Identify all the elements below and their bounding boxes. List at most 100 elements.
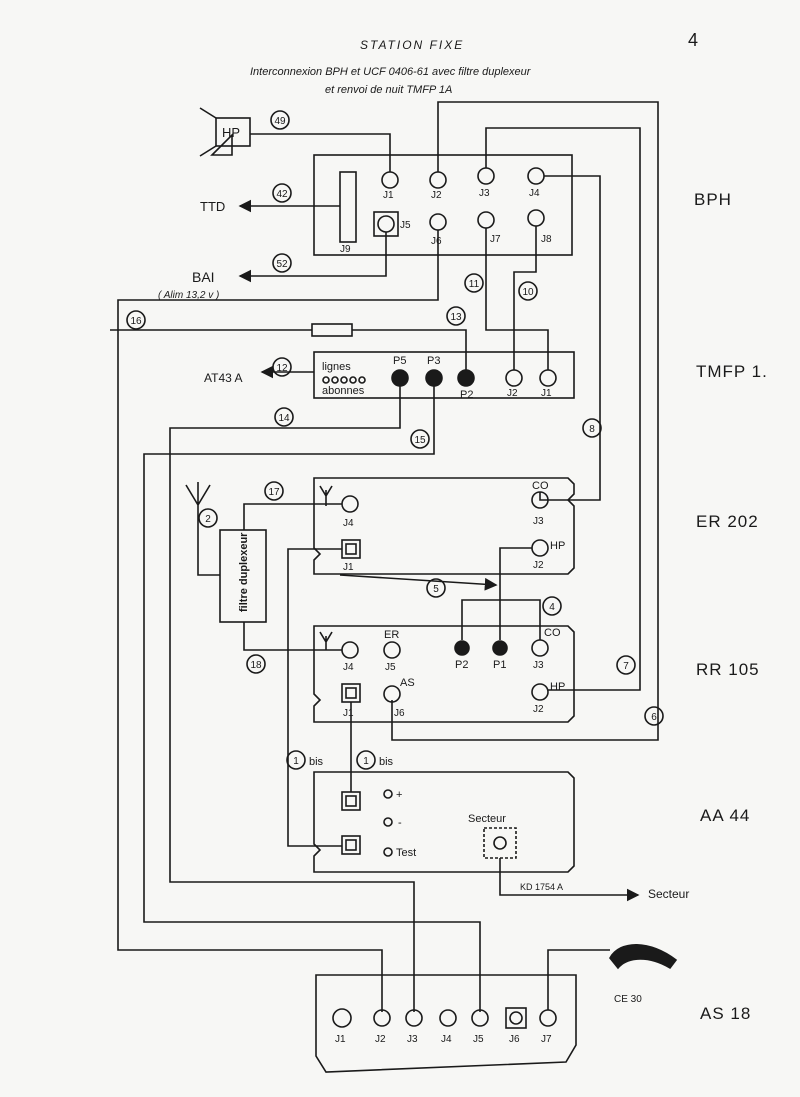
wire-49	[250, 133, 391, 172]
unit-label-bph: BPH	[694, 190, 732, 209]
unit-label-tmfp: TMFP 1.	[696, 362, 768, 381]
as18-label-j2: J2	[375, 1034, 386, 1045]
aa44-label-test: Test	[396, 847, 416, 859]
cable-num-14: 14	[278, 413, 290, 424]
ce30-label: CE 30	[614, 994, 642, 1005]
tmfp-jack-p5	[391, 369, 409, 387]
kd-cable-label: KD 1754 A	[520, 882, 563, 892]
cable-badge-16	[126, 310, 146, 330]
tmfp-label-p3: P3	[427, 355, 440, 367]
cable-num-1-left: 1	[293, 756, 299, 767]
wire-18	[243, 622, 342, 651]
cable-badge-10	[518, 281, 538, 301]
cable-badge-2	[198, 508, 218, 528]
aa44-mains-socket-inner	[493, 836, 507, 850]
er202-jack-j1-inner	[345, 543, 357, 555]
aa44-label-secteur: Secteur	[468, 813, 506, 825]
cable-num-17: 17	[268, 487, 280, 498]
wire-52	[238, 232, 387, 283]
tmfp-line-dot-5	[358, 376, 366, 384]
rr105-jack-j6	[383, 685, 401, 703]
er202-antenna-symbol	[319, 485, 333, 506]
tmfp-jack-j2	[505, 369, 523, 387]
aa44-jack-lower	[341, 835, 361, 855]
handset-ce30-icon	[609, 943, 678, 970]
aa44-jack-lower-inner	[345, 839, 357, 851]
bph-jack-j3	[477, 167, 495, 185]
bph-label-j2: J2	[431, 190, 442, 201]
cable-badge-14	[274, 407, 294, 427]
diagram-title: STATION FIXE	[360, 38, 465, 52]
rr105-label-j5: J5	[385, 662, 396, 673]
rr105-label-j2: J2	[533, 704, 544, 715]
aa44-box	[313, 771, 575, 873]
er202-jack-j1	[341, 539, 361, 559]
as18-jack-j5	[471, 1009, 489, 1027]
tmfp-line-dot-4	[349, 376, 357, 384]
bph-label-j7: J7	[490, 234, 501, 245]
bph-label-j4: J4	[529, 188, 540, 199]
rr105-label-co: CO	[544, 627, 561, 639]
as18-box	[315, 974, 577, 1073]
wire-6	[391, 101, 659, 741]
bph-jack-j1	[381, 171, 399, 189]
filter-duplexeur-box	[219, 529, 267, 623]
wire-17	[243, 503, 342, 530]
as18-label-j4: J4	[441, 1034, 452, 1045]
cable-num-8: 8	[589, 424, 595, 435]
speaker-hp	[215, 117, 251, 147]
er202-label-j3: J3	[533, 516, 544, 527]
aa44-label-minus: -	[398, 817, 402, 829]
er202-label-j2: J2	[533, 560, 544, 571]
cable-num-10: 10	[522, 287, 534, 298]
bai-label: BAI	[192, 269, 215, 285]
tmfp-line-dot-2	[331, 376, 339, 384]
wire-handset	[547, 949, 610, 1010]
cable-badge-1bis-right	[356, 750, 376, 770]
tmfp-label-j2: J2	[507, 388, 518, 399]
rr105-jack-j1	[341, 683, 361, 703]
as18-jack-j4	[439, 1009, 457, 1027]
cable-badge-17	[264, 481, 284, 501]
bph-label-j5: J5	[400, 220, 411, 231]
aa44-mains-socket	[483, 827, 517, 859]
cable-num-13: 13	[450, 312, 462, 323]
rr105-box	[313, 625, 575, 723]
as18-jack-j3	[405, 1009, 423, 1027]
cable-num-42: 42	[276, 189, 288, 200]
wire-1bis-left	[287, 548, 342, 847]
bph-label-j9: J9	[340, 244, 351, 255]
unit-label-aa44: AA 44	[700, 806, 751, 825]
bph-jack-j8	[527, 209, 545, 227]
rr105-label-hp: HP	[550, 681, 565, 693]
rr105-jack-j4	[341, 641, 359, 659]
as18-jack-j6-inner	[509, 1011, 523, 1025]
cable-num-12: 12	[276, 363, 288, 374]
aa44-jack-upper	[341, 791, 361, 811]
cable-num-52: 52	[276, 259, 288, 270]
as18-label-j6: J6	[509, 1034, 520, 1045]
as18-label-j5: J5	[473, 1034, 484, 1045]
cable-bis-right: bis	[379, 756, 394, 768]
unit-label-rr105: RR 105	[696, 660, 760, 679]
ttd-label: TTD	[200, 199, 225, 214]
wire-16	[117, 230, 439, 1012]
tmfp-label-p5: P5	[393, 355, 406, 367]
bph-jack-j2	[429, 171, 447, 189]
bph-j9-connector	[339, 171, 357, 243]
bph-jack-j7	[477, 211, 495, 229]
wire-13	[352, 329, 467, 370]
unit-label-er202: ER 202	[696, 512, 759, 531]
cable-num-6: 6	[651, 712, 657, 723]
diagram-subtitle-line2: et renvoi de nuit TMFP 1A	[325, 84, 453, 96]
bph-label-j8: J8	[541, 234, 552, 245]
aa44-terminal-test	[383, 847, 393, 857]
er202-jack-j2	[531, 539, 549, 557]
cable-badge-15	[410, 429, 430, 449]
cable-num-15: 15	[414, 435, 426, 446]
cable-badge-13	[446, 306, 466, 326]
rr105-jack-j1-inner	[345, 687, 357, 699]
wire-14	[169, 386, 415, 1012]
cable-badge-1bis-left	[286, 750, 306, 770]
